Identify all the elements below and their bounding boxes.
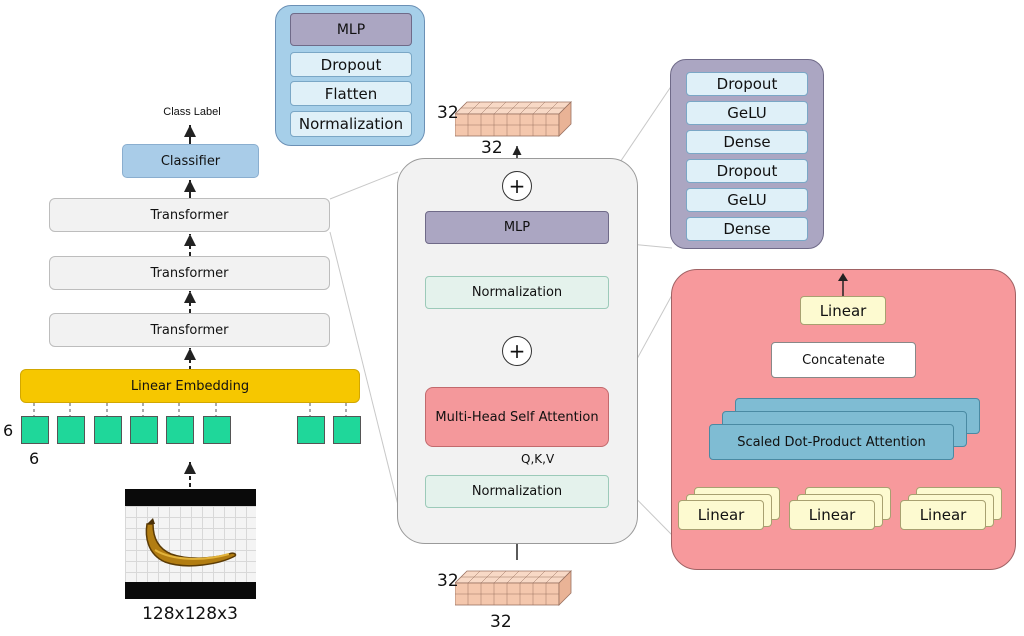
classifier-box: Classifier [122,144,259,178]
class-label: Class Label [163,106,221,118]
mlp-gelu-1: GeLU [686,101,808,125]
output-dim-left: 32 [437,103,459,123]
patch-dim-bottom: 6 [29,449,40,468]
sdpa-box: Scaled Dot-Product Attention [709,424,954,460]
qkv-label: Q,K,V [521,452,555,466]
mlp-box: MLP [425,211,609,244]
mhsa-box: Multi-Head Self Attention [425,387,609,447]
normalization-bottom-box: Normalization [425,475,609,508]
input-image [125,489,256,599]
output-dim-bottom: 32 [481,138,503,158]
input-tensor [455,570,572,606]
transformer-box-3: Transformer [49,313,330,347]
patch [333,416,361,444]
linear-v-box: Linear [900,500,986,530]
patch [21,416,49,444]
head-normalization-box: Normalization [290,111,412,137]
attention-linear-top: Linear [800,296,886,325]
concatenate-box: Concatenate [771,342,916,378]
linear-k-box: Linear [789,500,875,530]
patch [297,416,325,444]
head-flatten-box: Flatten [290,81,412,106]
patch [57,416,85,444]
input-dim-left: 32 [437,571,459,591]
add-node-top: + [502,171,532,201]
transformer-box-2: Transformer [49,256,330,290]
patch-dim-side: 6 [3,421,14,440]
transformer-box-1: Transformer [49,198,330,232]
linear-embedding-box: Linear Embedding [20,369,360,403]
mlp-dropout-2: Dropout [686,159,808,183]
normalization-top-box: Normalization [425,276,609,309]
patch [130,416,158,444]
mlp-gelu-2: GeLU [686,188,808,212]
input-size-label: 128x128x3 [142,604,238,624]
patch [94,416,122,444]
head-dropout-box: Dropout [290,52,412,77]
banana-icon [145,518,237,567]
mlp-dropout-1: Dropout [686,72,808,96]
mlp-dense-1: Dense [686,130,808,154]
head-mlp-title: MLP [290,13,412,46]
patch [203,416,231,444]
mlp-dense-2: Dense [686,217,808,241]
patch [166,416,194,444]
input-dim-bottom: 32 [490,612,512,632]
add-node-bottom: + [502,336,532,366]
linear-q-box: Linear [678,500,764,530]
attention-arrows [838,273,848,296]
output-tensor [455,101,572,137]
